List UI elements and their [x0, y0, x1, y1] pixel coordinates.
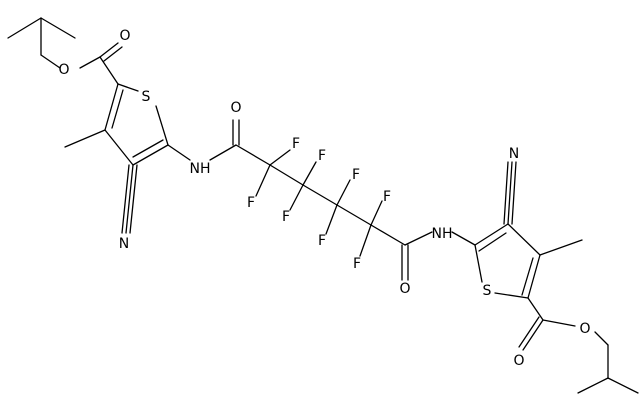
bond [40, 17, 76, 39]
atom-o-ester-2: O [579, 321, 590, 337]
atom-s-ring-2: S [483, 283, 492, 299]
bond [129, 164, 138, 234]
bond [577, 377, 609, 394]
bond [607, 377, 639, 394]
bond [507, 161, 513, 225]
bond [478, 232, 507, 252]
bonds-chain [232, 119, 409, 281]
bond [117, 83, 139, 92]
atom-f8: F [353, 256, 361, 272]
atom-nh-2: NH [432, 226, 453, 242]
bond [99, 42, 119, 58]
bond [325, 204, 338, 235]
bond [336, 179, 351, 206]
bond [370, 224, 406, 246]
bond [336, 204, 372, 226]
bond [511, 161, 517, 225]
atom-s-ring-1: S [142, 89, 151, 105]
bond [209, 144, 237, 161]
atom-o-carbonyl-2: O [513, 353, 524, 369]
atom-nh-1: NH [190, 161, 211, 177]
bond [235, 144, 271, 166]
bond [451, 231, 476, 246]
bond [289, 184, 304, 211]
bond [104, 83, 119, 131]
bond [302, 184, 338, 206]
atom-labels: O O S NH N O F F F F F F F F O NH N S O … [58, 28, 590, 369]
bond [522, 319, 544, 351]
atom-n-nitrile-1: N [119, 236, 129, 252]
bonds-left [7, 17, 237, 234]
bond [594, 331, 609, 346]
bond [79, 56, 101, 69]
bond [167, 144, 191, 161]
bond [527, 297, 544, 321]
bond [269, 164, 304, 186]
bond [121, 164, 130, 234]
atom-n-nitrile-2: N [509, 146, 519, 162]
bond [99, 56, 119, 85]
atom-o-amide-2: O [399, 281, 410, 297]
bond [269, 149, 291, 166]
bond [474, 244, 483, 283]
bond [539, 239, 583, 256]
bond [404, 231, 433, 246]
bond [132, 139, 164, 158]
bond [64, 129, 106, 148]
atom-f5: F [352, 167, 360, 183]
bond [255, 164, 271, 197]
bond [370, 200, 383, 226]
atom-f2: F [247, 195, 255, 211]
atom-f6: F [318, 233, 326, 249]
bond [7, 17, 42, 39]
atom-f7: F [383, 189, 391, 205]
bond [521, 257, 534, 296]
bond [132, 144, 169, 166]
atom-o-amide-1: O [230, 100, 241, 116]
bond [40, 54, 61, 69]
bond [302, 161, 317, 186]
bond [111, 89, 124, 129]
bond [494, 292, 529, 299]
bond [542, 319, 576, 327]
atom-o-carbonyl-1: O [119, 28, 130, 44]
bond [474, 223, 509, 246]
bond [155, 105, 169, 146]
atom-o-ester-1: O [58, 62, 69, 78]
bond [359, 224, 372, 257]
bond [507, 223, 541, 256]
bond [125, 164, 134, 234]
bond [104, 129, 134, 166]
bond [503, 161, 509, 225]
bond [103, 46, 123, 62]
bond [518, 316, 540, 348]
bond [527, 254, 541, 299]
bonds-right [404, 161, 639, 394]
atom-f3: F [318, 148, 326, 164]
atom-f4: F [282, 209, 290, 225]
atom-f1: F [292, 136, 300, 152]
